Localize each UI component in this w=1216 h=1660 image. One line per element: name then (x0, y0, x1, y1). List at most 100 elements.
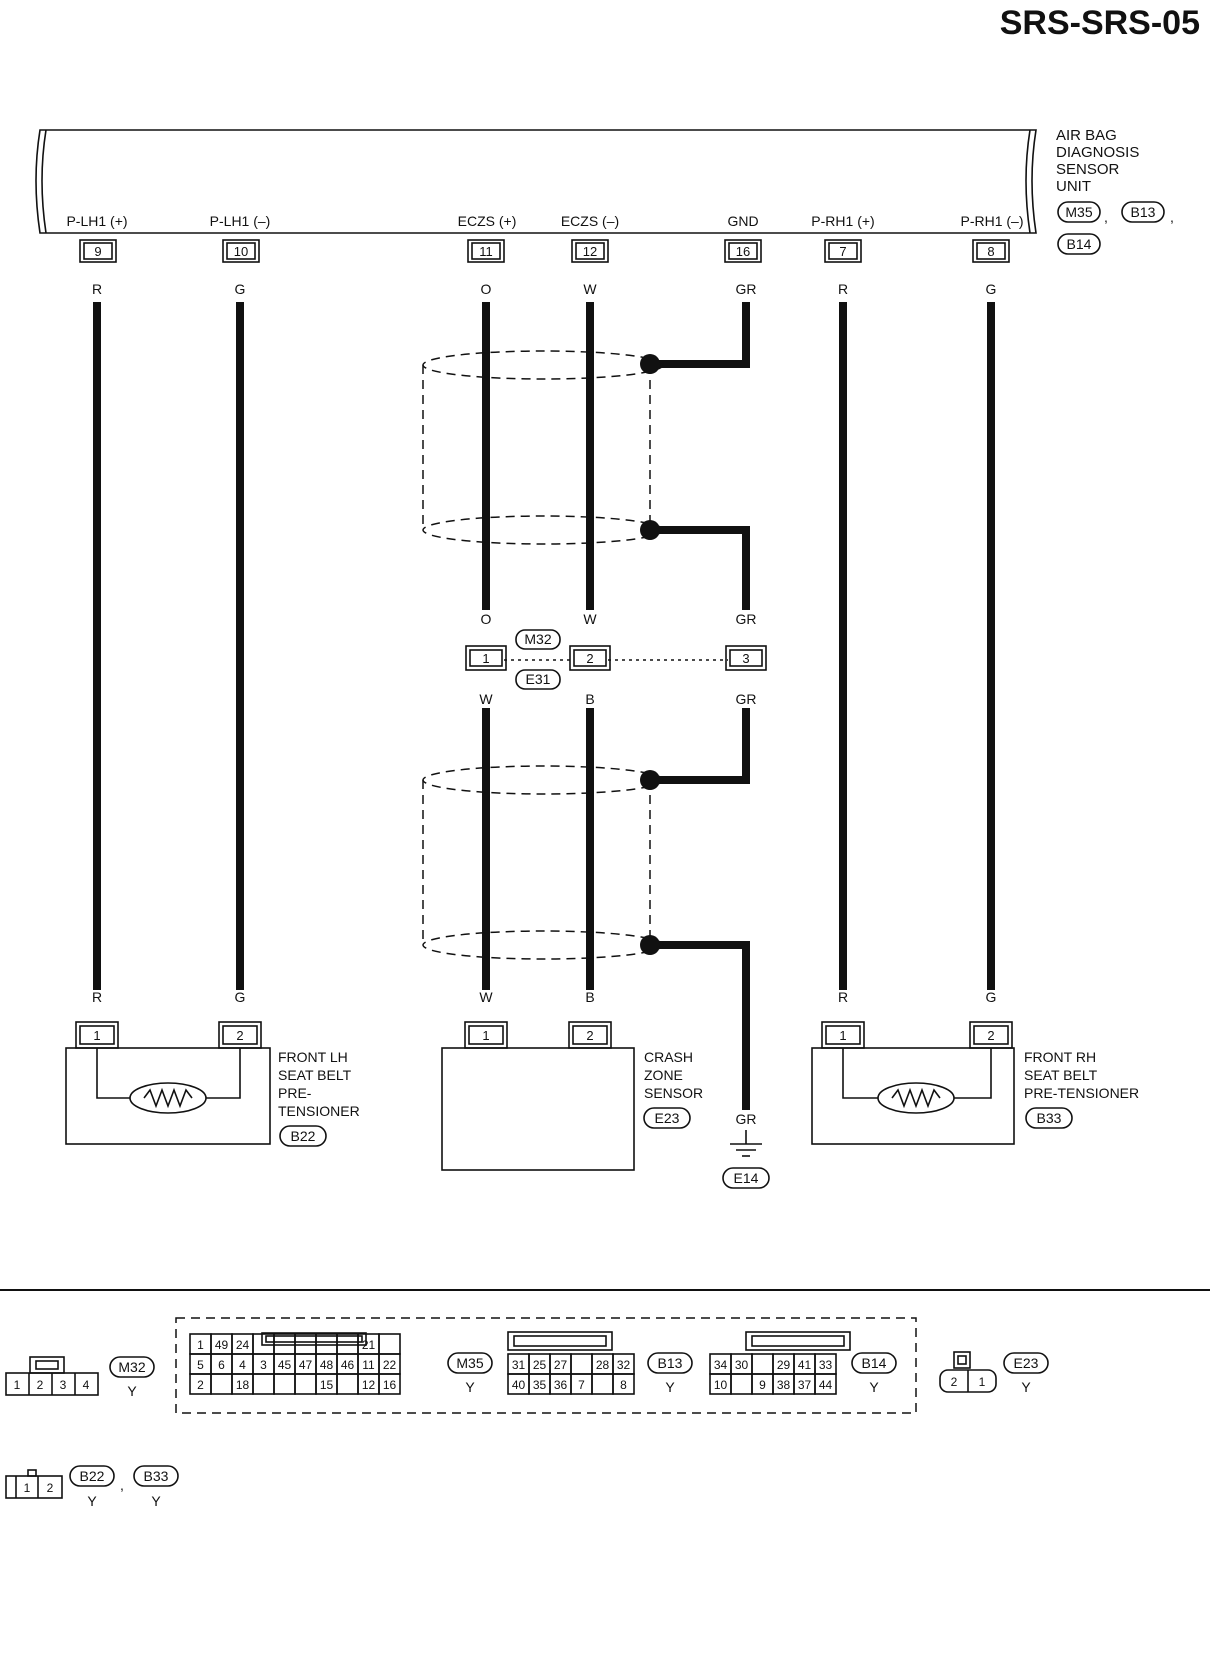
pin-cell (612, 1373, 635, 1395)
crash-zone-sensor: 1 2 CRASH ZONE SENSOR E23 (441, 1021, 703, 1171)
svg-text:O: O (481, 611, 492, 627)
pin-number: 18 (236, 1378, 250, 1392)
unit-connector-group (175, 1317, 917, 1414)
pin-number: 5 (197, 1358, 204, 1372)
pin-cell (730, 1373, 753, 1395)
svg-text:2: 2 (236, 1028, 243, 1043)
unit-pin-11: 11 (467, 239, 505, 263)
lh-pin-1: 1 (75, 1021, 119, 1049)
pin-number: 48 (320, 1358, 334, 1372)
pin-cell (252, 1373, 275, 1395)
svg-text:1: 1 (839, 1028, 846, 1043)
connector-id-m35: M35 (1065, 204, 1092, 220)
pin-number: 7 (578, 1378, 585, 1392)
terminal-name-p-rh1-plus: P-RH1 (+) (811, 213, 874, 229)
pin-number: 30 (735, 1358, 749, 1372)
pin-number: 45 (278, 1358, 292, 1372)
unit-pin-12: 12 (571, 239, 609, 263)
pin-number: 40 (512, 1378, 526, 1392)
rh-pin-2: 2 (969, 1021, 1013, 1049)
pin-number: 10 (714, 1378, 728, 1392)
terminal-name-p-lh1-minus: P-LH1 (–) (210, 213, 271, 229)
svg-text:2: 2 (37, 1378, 44, 1392)
pin-number: 11 (362, 1358, 375, 1372)
pin-number: 32 (617, 1358, 631, 1372)
svg-text:8: 8 (987, 244, 994, 259)
svg-text:4: 4 (83, 1378, 90, 1392)
terminal-names: P-LH1 (+) P-LH1 (–) ECZS (+) ECZS (–) GN… (66, 213, 1023, 229)
pin-number: 3 (260, 1358, 267, 1372)
pin-number: 24 (236, 1338, 250, 1352)
unit-pin-7: 7 (824, 239, 862, 263)
lh-pin-2: 2 (218, 1021, 262, 1049)
pin-number: 41 (798, 1358, 812, 1372)
svg-text:SEAT BELT: SEAT BELT (278, 1067, 352, 1083)
pin-number: 49 (215, 1338, 229, 1352)
svg-text:7: 7 (839, 244, 846, 259)
svg-text:UNIT: UNIT (1056, 178, 1091, 195)
connector-id-e14: E14 (734, 1170, 759, 1186)
unit-pin-9: 9 (79, 239, 117, 263)
svg-text:12: 12 (583, 244, 597, 259)
connector-id-b13: B13 (1131, 204, 1156, 220)
wire-colors-bottom: R G W B R G (92, 989, 997, 1005)
svg-text:B33: B33 (144, 1468, 169, 1484)
connector-id-b33: B33 (1037, 1110, 1062, 1126)
svg-text:1: 1 (14, 1378, 21, 1392)
pin-cell (378, 1333, 401, 1355)
pin-cell (273, 1333, 296, 1355)
svg-text:,: , (1170, 209, 1174, 225)
svg-text:2: 2 (951, 1375, 958, 1389)
connector-view-e23: 2 1 E23 Y (939, 1351, 1049, 1395)
junction-pin-3: 3 (725, 645, 767, 671)
pin-cell (336, 1373, 359, 1395)
unit-pin-16: 16 (724, 239, 762, 263)
pin-number: 4 (239, 1358, 246, 1372)
svg-text:W: W (479, 691, 493, 707)
svg-text:E23: E23 (1014, 1355, 1039, 1371)
svg-text:G: G (986, 989, 997, 1005)
pin-number: 33 (819, 1358, 833, 1372)
svg-text:W: W (583, 281, 597, 297)
ground: GR E14 (722, 1111, 770, 1189)
terminal-name-p-lh1-plus: P-LH1 (+) (66, 213, 127, 229)
svg-text:Y: Y (151, 1493, 161, 1509)
wires (93, 302, 995, 1110)
unit-pins: 9 10 11 12 16 7 8 (79, 239, 1010, 263)
svg-text:2: 2 (47, 1481, 54, 1495)
svg-text:R: R (92, 989, 102, 1005)
svg-text:ZONE: ZONE (644, 1067, 683, 1083)
svg-text:W: W (479, 989, 493, 1005)
pin-number: 31 (512, 1358, 526, 1372)
svg-text:Y: Y (1021, 1379, 1031, 1395)
svg-text:AIR BAG: AIR BAG (1056, 127, 1117, 144)
pin-cell (294, 1333, 317, 1355)
pin-number: 46 (341, 1358, 355, 1372)
pin-cell (751, 1353, 774, 1375)
svg-text:GR: GR (736, 281, 757, 297)
svg-text:B: B (585, 691, 594, 707)
svg-text:3: 3 (742, 651, 749, 666)
svg-text:B13: B13 (658, 1355, 683, 1371)
svg-text:B14: B14 (862, 1355, 887, 1371)
svg-text:FRONT RH: FRONT RH (1024, 1049, 1096, 1065)
svg-text:SENSOR: SENSOR (644, 1085, 703, 1101)
sensor-pin-1: 1 (464, 1021, 508, 1049)
pin-number: 12 (362, 1378, 376, 1392)
lh-pretensioner: 1 2 FRONT LH SEAT BELT PRE- TENSIONER B2… (65, 1021, 360, 1147)
connector-id-b22: B22 (291, 1128, 316, 1144)
pin-cell (273, 1373, 296, 1395)
svg-text:11: 11 (479, 244, 493, 259)
svg-text:B22: B22 (80, 1468, 105, 1484)
pin-cell (210, 1373, 233, 1395)
svg-text:2: 2 (586, 1028, 593, 1043)
svg-text:B: B (585, 989, 594, 1005)
svg-text:9: 9 (94, 244, 101, 259)
sensor-pin-2: 2 (568, 1021, 612, 1049)
pin-number: 8 (620, 1378, 627, 1392)
junction-pin-2: 2 (569, 645, 611, 671)
terminal-name-eczs-plus: ECZS (+) (458, 213, 517, 229)
